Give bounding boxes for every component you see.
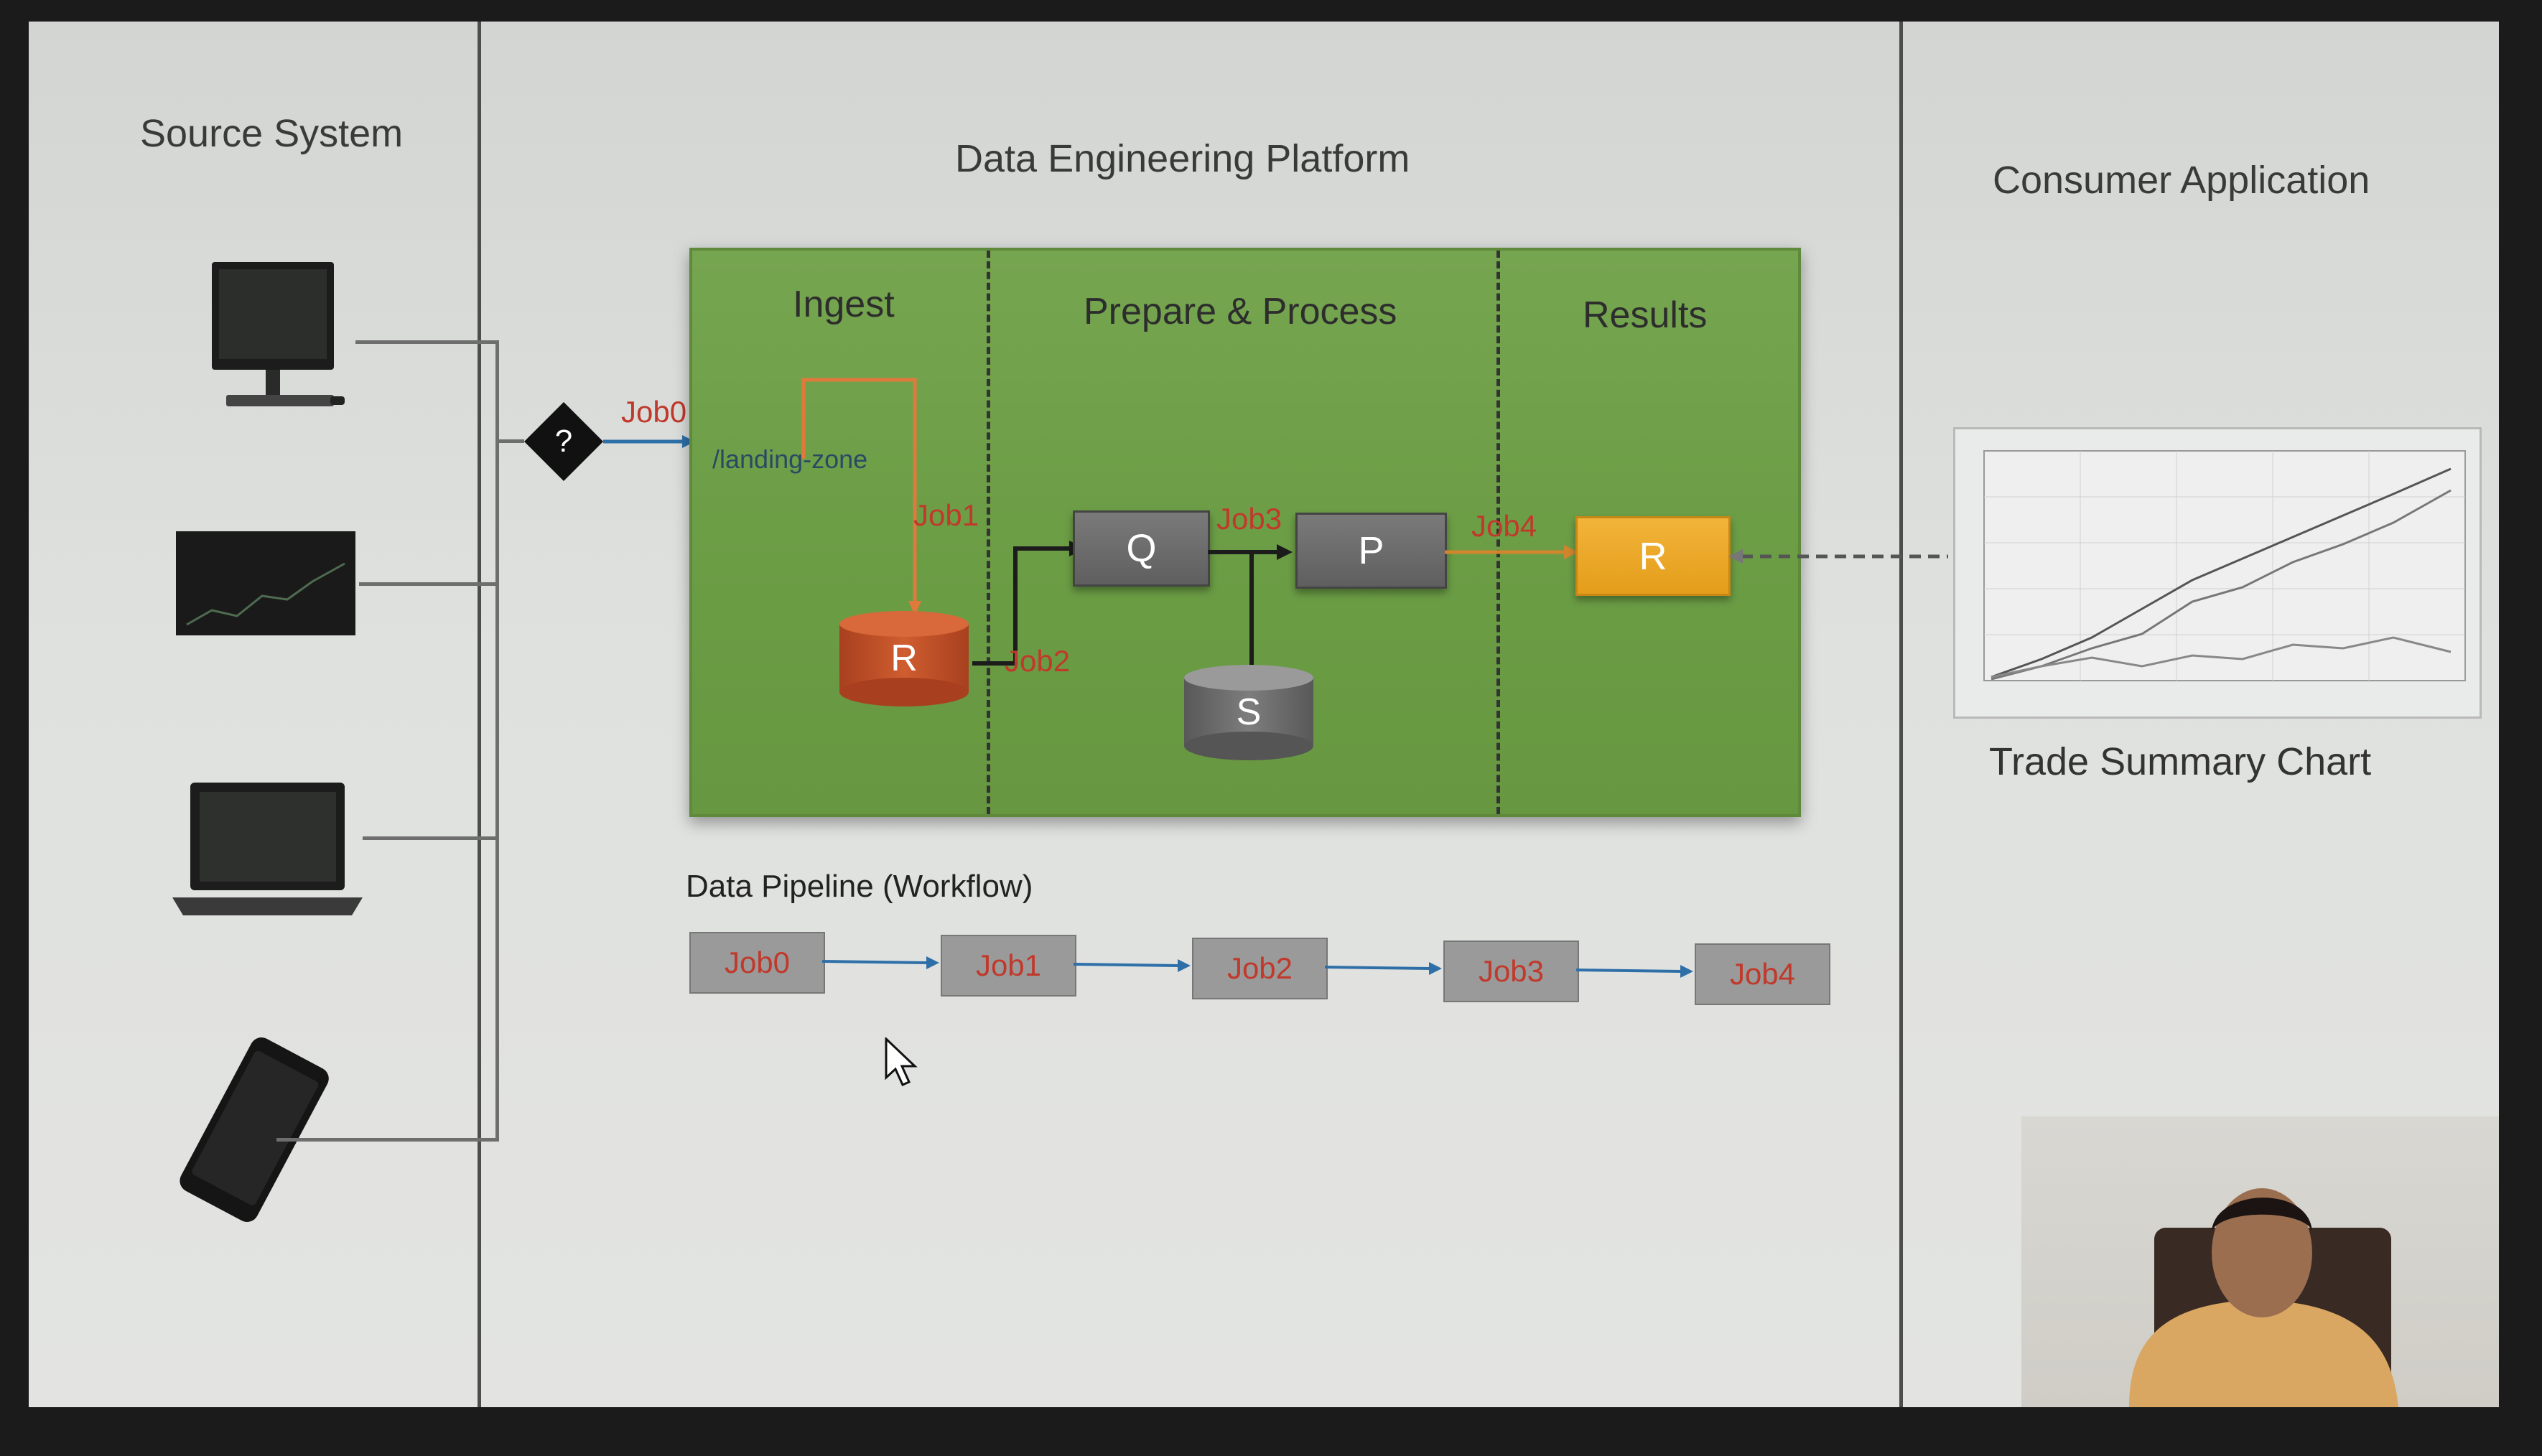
stage-results: Results [1583, 294, 1708, 336]
connector-trading-display [359, 582, 499, 586]
column-separator-right [1899, 22, 1903, 1407]
stage-ingest: Ingest [793, 284, 895, 325]
job2-label: Job2 [1005, 644, 1071, 678]
pipeline-step-job2: Job2 [1192, 938, 1328, 999]
job3-arrow [1208, 544, 1293, 560]
pipeline-arrow-3 [1576, 965, 1693, 978]
pipeline-title: Data Pipeline (Workflow) [686, 869, 1033, 904]
job4-label: Job4 [1471, 509, 1537, 543]
process-box: P [1295, 513, 1447, 589]
job1-arrow [801, 378, 921, 615]
platform-title: Data Engineering Platform [955, 137, 1410, 180]
column-separator-left [478, 22, 481, 1407]
presenter-webcam-video [2021, 1116, 2499, 1407]
raw-store-label: R [890, 638, 918, 679]
shared-store-label: S [1236, 691, 1262, 733]
connector-trunk [495, 340, 499, 1142]
slide: Source System Data Engineering Platform … [29, 22, 2499, 1407]
pipeline-arrow-0 [822, 956, 939, 969]
pipeline-step-job3: Job3 [1443, 941, 1579, 1002]
stage-separator-2 [1496, 251, 1500, 814]
job4-arrow [1445, 545, 1578, 559]
connector-to-decision [495, 439, 524, 443]
source-system-title: Source System [140, 112, 404, 155]
mouse-cursor-icon [883, 1036, 919, 1091]
job0-arrow [603, 435, 695, 448]
consumer-application-title: Consumer Application [1993, 159, 2370, 202]
connector-laptop [363, 836, 499, 840]
pipeline-step-job0: Job0 [689, 932, 825, 994]
pipeline-arrow-2 [1325, 962, 1442, 975]
queue-box: Q [1073, 510, 1210, 587]
job0-label: Job0 [621, 395, 687, 429]
trading-display-icon [169, 524, 363, 650]
laptop-icon [158, 772, 373, 941]
desktop-monitor-icon [194, 255, 352, 431]
job1-label: Job1 [913, 498, 979, 532]
pipeline-arrow-1 [1074, 959, 1191, 972]
decision-symbol: ? [554, 424, 573, 459]
trade-summary-chart-caption: Trade Summary Chart [1989, 740, 2372, 783]
shared-store: S [1181, 663, 1317, 764]
smartphone-icon [154, 1027, 341, 1267]
connector-smartphone [276, 1138, 499, 1142]
stage-prepare-process: Prepare & Process [1084, 291, 1397, 332]
trade-summary-chart-thumbnail [1953, 427, 2482, 719]
consumer-link-dashed [1728, 549, 1948, 564]
job3-label: Job3 [1216, 502, 1282, 536]
pipeline-step-job1: Job1 [941, 935, 1076, 997]
store-connector [1249, 552, 1254, 667]
landing-zone-label: /landing-zone [712, 444, 868, 474]
result-box: R [1575, 516, 1731, 596]
decision-diamond: ? [524, 402, 603, 481]
processing-platform: Ingest Prepare & Process Results /landin… [689, 248, 1801, 817]
stage-separator-1 [987, 251, 990, 814]
connector-desktop [355, 340, 499, 344]
pipeline-step-job4: Job4 [1695, 943, 1830, 1005]
raw-store: R [836, 610, 972, 710]
